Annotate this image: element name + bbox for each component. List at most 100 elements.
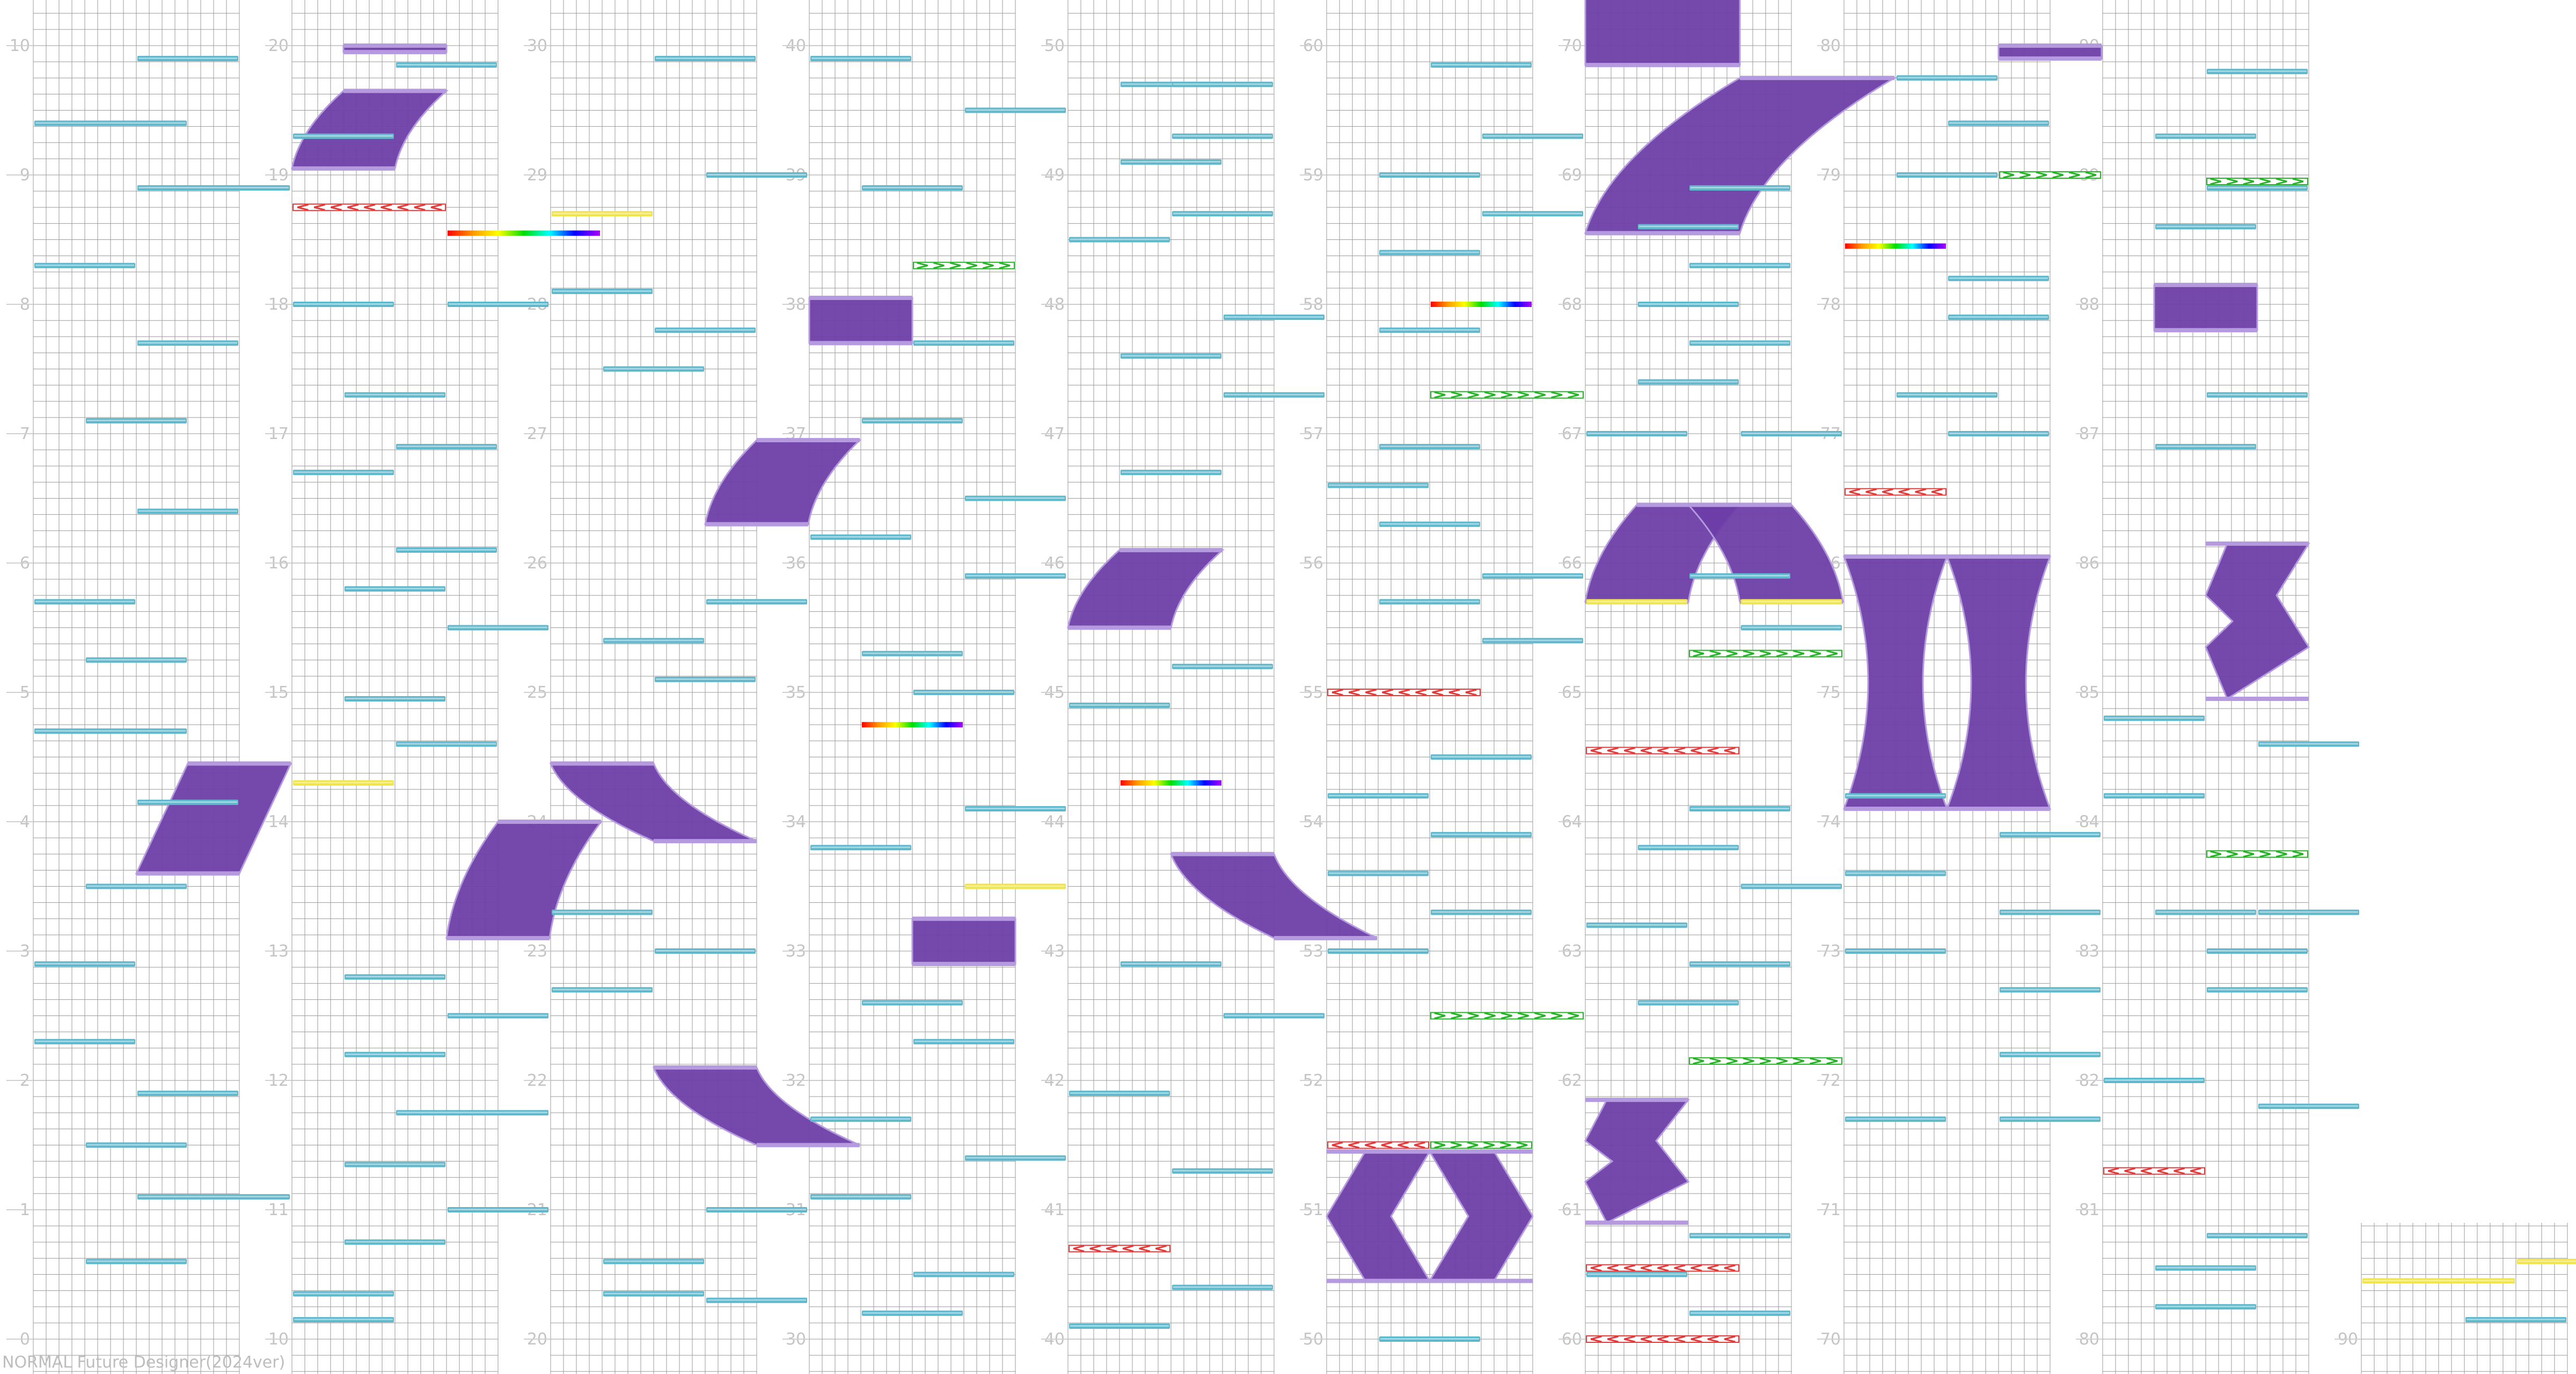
flick-arrow — [1724, 1264, 1736, 1271]
note-bar — [345, 1161, 445, 1167]
note-bar — [965, 883, 1066, 889]
flick-arrow — [1139, 1245, 1151, 1252]
note-shine — [553, 290, 652, 292]
note-bar — [1689, 262, 1790, 268]
hold-note — [1997, 43, 2103, 61]
tap-note — [1586, 431, 1687, 436]
note-bar — [396, 62, 497, 68]
note-bar — [2258, 909, 2359, 915]
note-shine — [138, 187, 289, 189]
note-shine — [1483, 213, 1582, 215]
rainbow-note — [1431, 302, 1532, 307]
tap-note — [603, 1259, 704, 1265]
tap-note — [1689, 1310, 1790, 1316]
tap-note — [706, 599, 807, 605]
flick-arrow — [2259, 178, 2271, 185]
note-shine — [2259, 911, 2358, 913]
ex-note — [1586, 599, 1687, 605]
tap-note — [2207, 1233, 2308, 1239]
note-bar — [1482, 211, 1583, 217]
tap-note — [1948, 315, 2049, 320]
note-shine — [966, 575, 1065, 577]
note-shine — [2156, 445, 2255, 448]
tap-note — [2155, 444, 2256, 450]
note-bar — [86, 1259, 187, 1265]
flick-arrow — [1451, 391, 1462, 399]
note-bar — [965, 495, 1066, 501]
note-bar — [1845, 793, 1946, 799]
tap-note — [1172, 1284, 1273, 1290]
flick-arrow — [949, 262, 961, 269]
tap-note — [810, 56, 911, 62]
rainbow-note — [862, 722, 963, 728]
flick-arrow — [1467, 1142, 1479, 1149]
tap-note — [1689, 573, 1790, 579]
tap-note — [1121, 470, 1221, 476]
note-shine — [346, 588, 444, 590]
hold-end-cap — [1688, 502, 1791, 507]
note-shine — [1380, 251, 1479, 253]
note-bar — [655, 327, 756, 333]
hold-end-cap — [188, 761, 291, 766]
note-shine — [656, 57, 755, 60]
note-shine — [1380, 329, 1479, 331]
note-shine — [966, 109, 1065, 111]
tap-note — [2155, 1304, 2256, 1310]
tap-note — [1482, 211, 1583, 217]
flick-arrow — [1792, 1057, 1804, 1065]
note-bar — [862, 185, 963, 191]
hold-note — [549, 761, 757, 844]
note-shine — [1846, 950, 1945, 952]
note-bar — [2258, 1103, 2359, 1109]
tap-note — [2207, 392, 2308, 398]
note-shine — [914, 1040, 1013, 1042]
note-bar — [1379, 521, 1480, 527]
tap-note — [2155, 1265, 2256, 1271]
tap-note — [1482, 573, 1583, 579]
flick-arrow — [1568, 1012, 1579, 1019]
hold-note — [1584, 1098, 1690, 1225]
note-bar — [345, 1239, 445, 1245]
note-bar — [396, 547, 497, 553]
note-shine — [1587, 433, 1686, 434]
tap-note — [345, 696, 445, 702]
note-bar — [1689, 1233, 1790, 1239]
tap-note — [2155, 909, 2256, 915]
tap-note — [1845, 1116, 1946, 1122]
hold-note — [1067, 547, 1225, 630]
note-shine — [346, 698, 444, 700]
flick-arrow — [2052, 171, 2063, 179]
note-bar — [862, 418, 963, 423]
note-shine — [1690, 963, 1789, 965]
flick-arrow — [1624, 747, 1636, 754]
flick-arrow — [397, 203, 409, 211]
note-shine — [35, 601, 134, 603]
tap-note — [345, 1239, 445, 1245]
note-shine — [553, 911, 652, 913]
note-shine — [914, 1273, 1013, 1275]
hold-end-cap — [343, 89, 447, 93]
note-bar — [1121, 159, 1221, 165]
note-bar — [1224, 1013, 1324, 1019]
flick-arrow — [1499, 1142, 1511, 1149]
hold-start-cap — [1585, 231, 1740, 236]
note-bar — [1172, 1168, 1273, 1174]
note-bar — [448, 302, 548, 307]
note-shine — [811, 536, 910, 538]
note-shine — [863, 187, 962, 189]
note-shine — [1483, 639, 1582, 641]
note-shine — [1742, 601, 1841, 603]
note-bar — [2155, 1265, 2256, 1271]
note-shine — [87, 419, 186, 421]
hold-start-cap — [136, 871, 239, 876]
flick-arrow — [999, 262, 1011, 269]
note-bar — [2155, 1304, 2256, 1310]
flick-arrow — [1365, 689, 1377, 696]
note-shine — [1070, 1092, 1169, 1094]
hold-body — [808, 297, 913, 344]
note-shine — [1380, 1338, 1479, 1340]
note-bar — [1121, 353, 1221, 359]
flick-arrow — [1641, 1264, 1652, 1271]
note-shine — [1742, 626, 1841, 628]
